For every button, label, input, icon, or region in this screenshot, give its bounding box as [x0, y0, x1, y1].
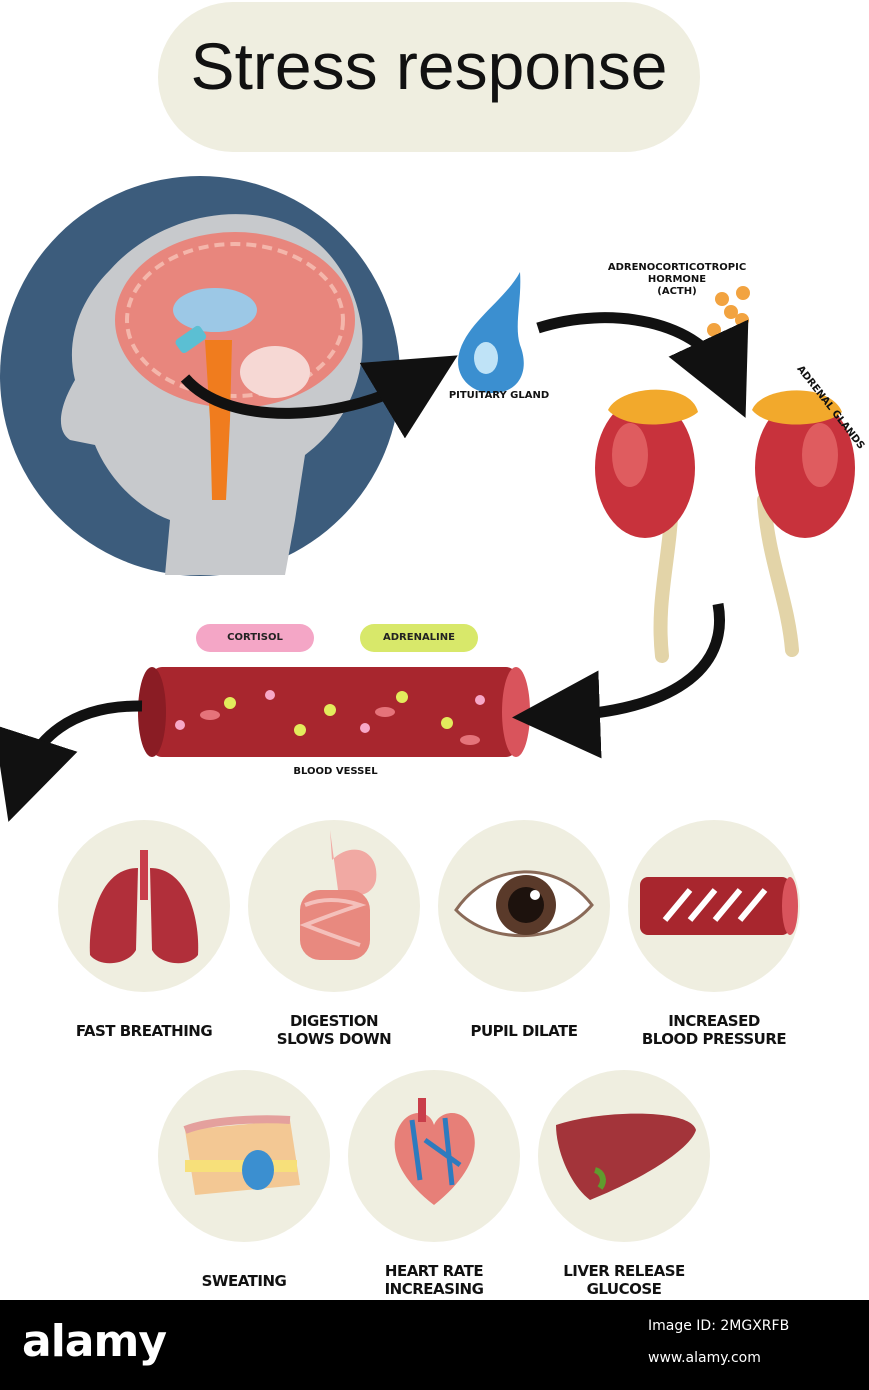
- footer-bar: [0, 1300, 869, 1390]
- page-title: Stress response: [190, 29, 668, 103]
- adrenaline-tag: ADRENALINE: [360, 624, 478, 652]
- effect-label-pupil: PUPIL DILATE: [470, 1022, 578, 1040]
- image-id-text: Image ID: 2MGXRFB: [648, 1318, 790, 1334]
- arrow-brain-to-pituitary: [180, 355, 458, 439]
- head-brain-icon: [0, 176, 400, 576]
- liver-icon: [538, 1070, 710, 1242]
- title-banner: [158, 2, 700, 152]
- arrow-adrenal-to-blood: [512, 603, 725, 759]
- pituitary-gland-icon: [458, 272, 524, 393]
- effect-label-heart-rate: HEART RATE INCREASING: [384, 1262, 484, 1298]
- effect-label-digestion: DIGESTION SLOWS DOWN: [276, 1012, 392, 1048]
- effect-label-fast-breathing: FAST BREATHING: [75, 1022, 213, 1040]
- arrow-pituitary-to-adrenal: [536, 312, 749, 418]
- blood-vessel-pressure-icon: [628, 820, 800, 992]
- skin-sweat-icon: [158, 1070, 330, 1242]
- cortisol-tag: CORTISOL: [196, 624, 314, 652]
- alamy-logo: alamy: [22, 1316, 167, 1367]
- lungs-icon: [58, 820, 230, 992]
- effect-label-liver: LIVER RELEASE GLUCOSE: [563, 1262, 685, 1298]
- blood-vessel-main-icon: [138, 667, 530, 757]
- site-url-text: www.alamy.com: [648, 1350, 761, 1366]
- digestive-system-icon: [248, 820, 420, 992]
- blood-vessel-label: BLOOD VESSEL: [293, 766, 378, 777]
- acth-label: ADRENOCORTICOTROPIC HORMONE (ACTH): [607, 262, 747, 297]
- flow-arrows: [0, 312, 749, 822]
- eye-icon: [438, 820, 610, 992]
- heart-icon: [348, 1070, 520, 1242]
- stress-diagram: [0, 176, 855, 1242]
- kidneys-adrenal-icon: [595, 389, 855, 663]
- effect-label-blood-pressure: INCREASED BLOOD PRESSURE: [641, 1012, 787, 1048]
- arrow-blood-to-effects: [0, 700, 143, 822]
- pituitary-label: PITUITARY GLAND: [448, 390, 550, 401]
- effect-label-sweating: SWEATING: [201, 1272, 287, 1290]
